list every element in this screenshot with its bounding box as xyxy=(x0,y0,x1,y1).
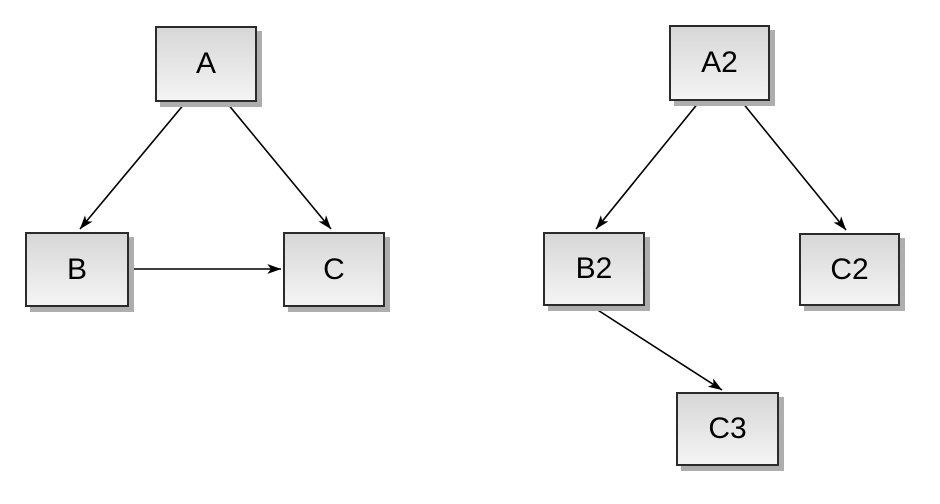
node-label-A: A xyxy=(195,47,216,80)
node-C3: C3 xyxy=(676,392,779,466)
node-B: B xyxy=(25,232,129,307)
edge-B2-to-C3 xyxy=(592,306,723,391)
node-label-A2: A2 xyxy=(701,46,738,79)
node-A: A xyxy=(155,26,257,102)
node-label-B2: B2 xyxy=(575,252,613,285)
edge-A-to-B xyxy=(79,102,186,230)
node-C2: C2 xyxy=(799,233,900,306)
node-C: C xyxy=(283,232,385,307)
node-label-B: B xyxy=(66,252,87,286)
node-label-C2: C2 xyxy=(830,252,869,286)
edge-A2-to-C2 xyxy=(741,101,847,231)
edge-A-to-C xyxy=(226,102,332,230)
node-label-C: C xyxy=(323,252,345,286)
node-B2: B2 xyxy=(543,232,645,306)
edge-A2-to-B2 xyxy=(595,101,700,230)
node-label-C3: C3 xyxy=(708,412,747,445)
node-A2: A2 xyxy=(669,25,770,101)
